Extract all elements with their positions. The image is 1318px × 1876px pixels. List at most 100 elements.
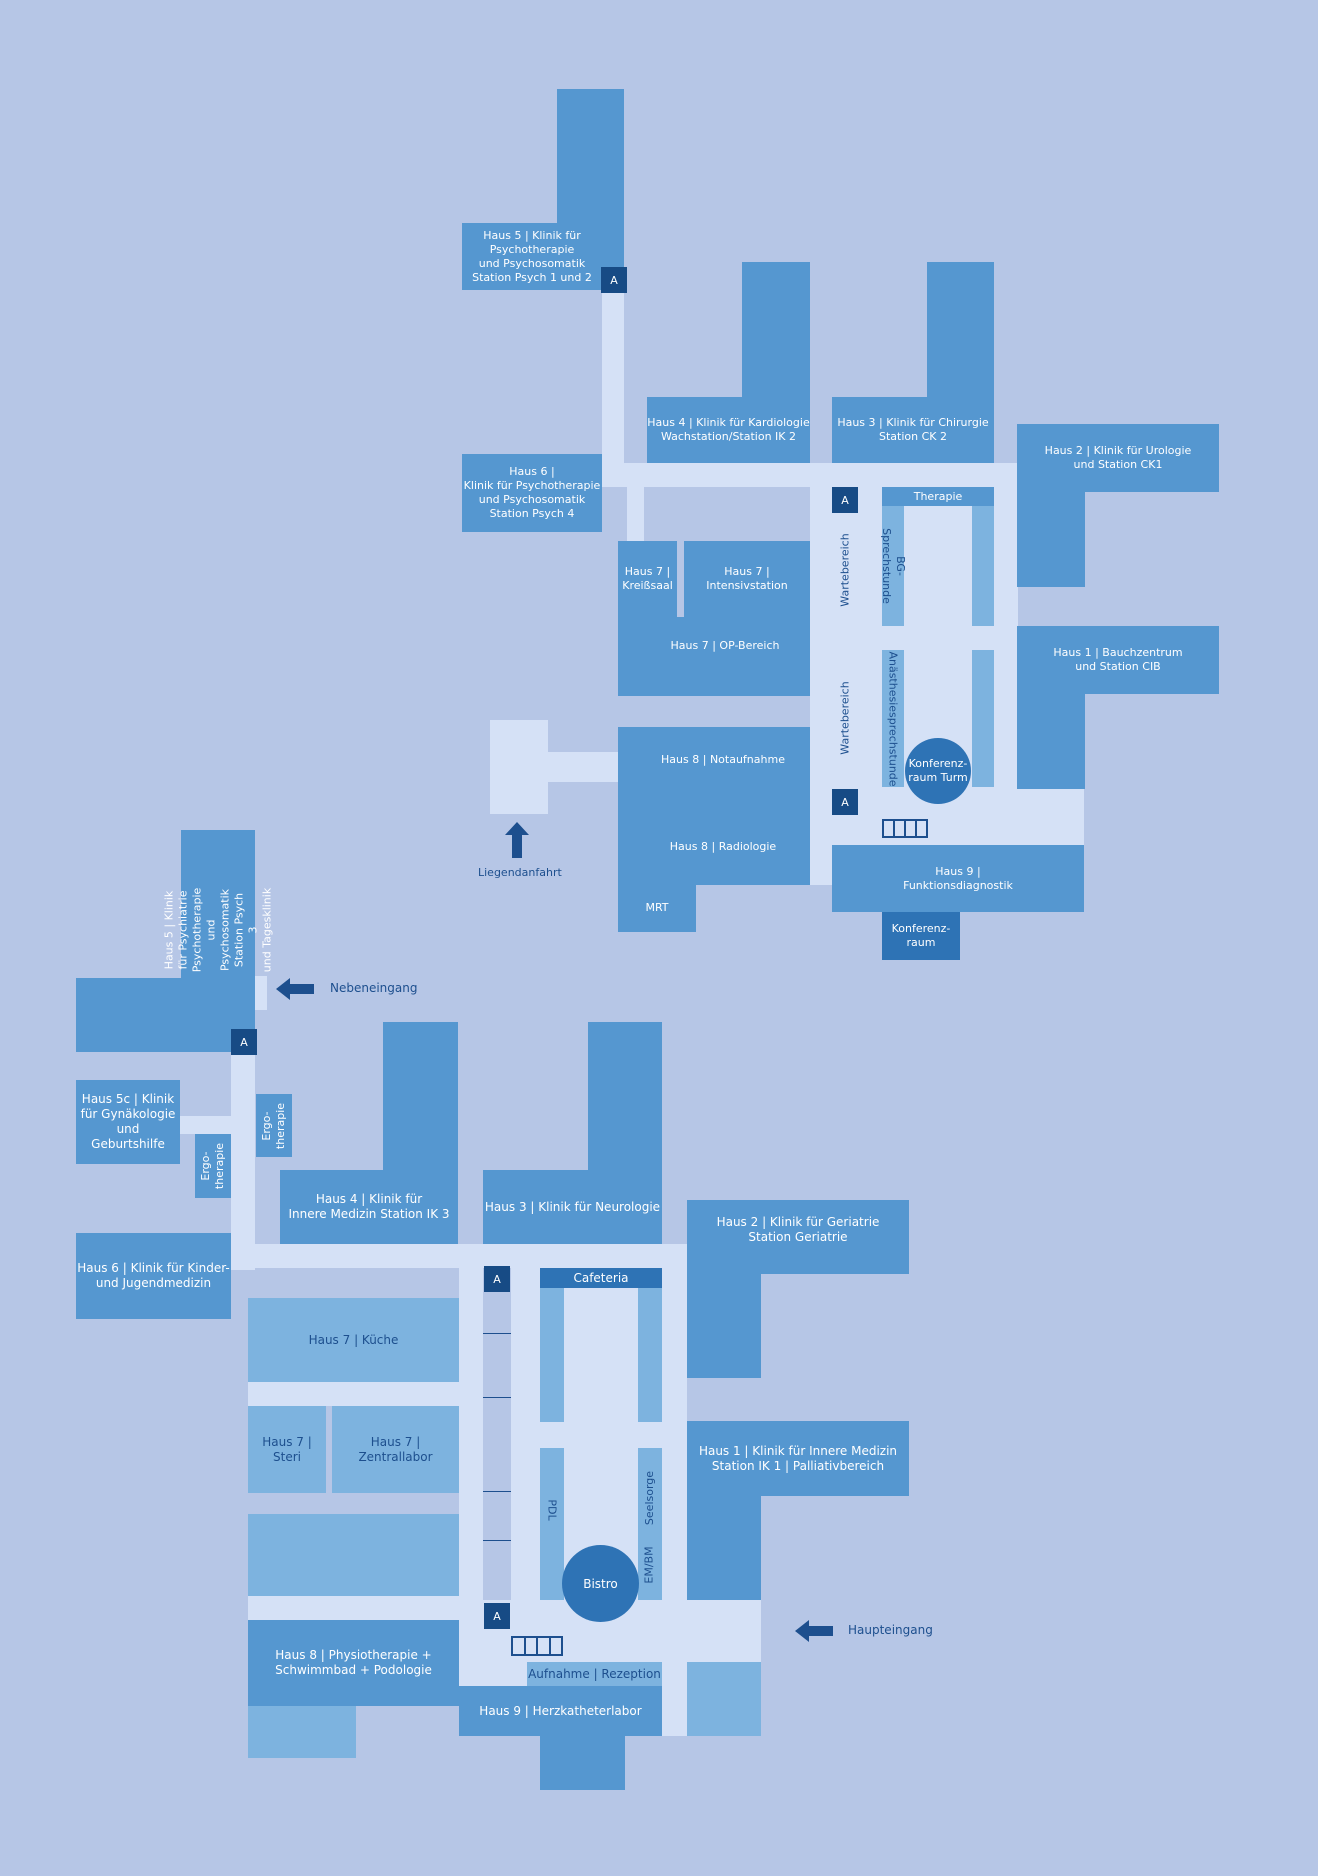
mrt-label: MRT: [645, 900, 669, 914]
arrow-left-icon: [795, 1620, 833, 1642]
haus2-north-block: Haus 2 | Klinik für Urologie und Station…: [1017, 424, 1219, 492]
haus8-notaufnahme-label: Haus 8 | Notaufnahme: [661, 753, 785, 766]
corridor: [687, 1600, 761, 1662]
aufnahme-block: Aufnahme | Rezeption: [527, 1662, 662, 1687]
divider: [483, 1397, 511, 1398]
haus7-kueche-block: Haus 7 | Küche: [248, 1298, 459, 1382]
haus2-north-wing: [1017, 490, 1085, 587]
haus4-south-block: Haus 4 | Klinik für Innere Medizin Stati…: [280, 1170, 458, 1244]
haus7-steri-block: Haus 7 | Steri: [248, 1406, 326, 1493]
haus7-kueche-label: Haus 7 | Küche: [308, 1332, 399, 1347]
divider: [483, 1540, 511, 1541]
corridor: [490, 720, 548, 814]
haus6-north-block: Haus 6 | Klinik für Psychotherapie und P…: [462, 454, 602, 532]
ergotherapie-1-label: Ergo- therapie: [199, 1142, 226, 1190]
haus3-north-wing: [927, 262, 994, 402]
haus5c-label: Haus 5c | Klinik für Gynäkologie und Geb…: [80, 1092, 176, 1151]
haus9-south-label: Haus 9 | Herzkatheterlabor: [479, 1703, 642, 1718]
haus9-north-block: Haus 9 | Funktionsdiagnostik: [832, 845, 1084, 912]
haus7-op-block: Haus 7 | OP-Bereich: [618, 617, 810, 696]
therapie-label: Therapie: [913, 489, 963, 503]
haus3-south-block: Haus 3 | Klinik für Neurologie: [483, 1170, 662, 1244]
haus5-north-block: Haus 5 | Klinik für Psychotherapie und P…: [462, 223, 624, 290]
haus9-south-wing: [540, 1736, 625, 1790]
nebeneingang-label: Nebeneingang: [330, 981, 418, 995]
corridor: [548, 752, 618, 782]
arrow-up-icon: [505, 822, 529, 858]
haus2-south-block: Haus 2 | Klinik für Geriatrie Station Ge…: [687, 1200, 909, 1274]
corridor: [627, 483, 644, 541]
haus7-zentrallabor-label: Haus 7 | Zentrallabor: [358, 1434, 433, 1464]
service-column: [483, 1268, 511, 1600]
haus1-north-block: Haus 1 | Bauchzentrum und Station CIB: [1017, 626, 1219, 694]
haus2-north-label: Haus 2 | Klinik für Urologie und Station…: [1044, 444, 1192, 471]
corridor: [994, 463, 1018, 793]
liegendanfahrt-label: Liegendanfahrt: [478, 866, 562, 879]
haus9-south-block: Haus 9 | Herzkatheterlabor: [459, 1686, 662, 1736]
haus1-south-label: Haus 1 | Klinik für Innere Medizin Stati…: [698, 1443, 898, 1473]
side-room: [972, 506, 994, 626]
konferenzraum-turm: Konferenz- raum Turm: [905, 738, 971, 804]
lift-icon: A: [601, 267, 627, 293]
haus3-north-block: Haus 3 | Klinik für Chirurgie Station CK…: [832, 397, 994, 463]
mrt-block: MRT: [618, 883, 696, 932]
haus1-north-label: Haus 1 | Bauchzentrum und Station CIB: [1053, 646, 1183, 673]
corridor: [255, 976, 267, 1010]
bg-sprechstunde-label: BG-Sprechstunde: [880, 528, 908, 604]
lift-icon: A: [484, 1603, 510, 1629]
ergotherapie-2-block: [256, 1094, 292, 1157]
haus8-north-block: Haus 8 | Notaufnahme Haus 8 | Radiologie: [618, 727, 810, 885]
bistro: Bistro: [562, 1545, 639, 1622]
haus5-south-block: [76, 978, 255, 1052]
seelsorge-block: [638, 1448, 662, 1600]
haus4-north-block: Haus 4 | Klinik für Kardiologie Wachstat…: [647, 397, 810, 463]
haus4-north-label: Haus 4 | Klinik für Kardiologie Wachstat…: [647, 416, 810, 443]
haus6-south-block: Haus 6 | Klinik für Kinder- und Jugendme…: [76, 1233, 231, 1319]
bg-sprechstunde-block: [882, 506, 904, 626]
haus2-south-wing: [687, 1272, 761, 1378]
haus7-kreisssaal-block: Haus 7 | Kreißsaal: [618, 541, 677, 621]
haus3-south-label: Haus 3 | Klinik für Neurologie: [484, 1199, 661, 1214]
unnamed-room: [248, 1514, 459, 1596]
haus9-north-label: Haus 9 | Funktionsdiagnostik: [903, 864, 1013, 892]
ergotherapie-2-label: Ergo- therapie: [260, 1102, 287, 1149]
corridor: [602, 283, 624, 483]
ergotherapie-1-block: [195, 1134, 231, 1198]
pdl-label: PDL: [545, 1499, 559, 1521]
lift-icon: A: [231, 1029, 257, 1055]
haus1-north-wing: [1017, 692, 1085, 789]
haus6-north-label: Haus 6 | Klinik für Psychotherapie und P…: [463, 465, 601, 520]
haus4-north-wing: [742, 262, 810, 402]
haus4-south-label: Haus 4 | Klinik für Innere Medizin Stati…: [288, 1192, 450, 1221]
cafeteria-block: Cafeteria: [540, 1268, 662, 1288]
haus7-intensiv-block: Haus 7 | Intensivstation: [684, 541, 810, 621]
haus5-north-wing: [557, 89, 624, 239]
haus7-intensiv-label: Haus 7 | Intensivstation: [706, 565, 788, 592]
unnamed-room: [687, 1662, 761, 1736]
wartebereich-label-2: Wartebereich: [839, 681, 853, 755]
divider: [483, 1333, 511, 1334]
therapie-block: Therapie: [882, 487, 994, 506]
anaesthesie-block: [882, 650, 904, 787]
haus3-north-label: Haus 3 | Klinik für Chirurgie Station CK…: [837, 416, 989, 443]
haus7-steri-label: Haus 7 | Steri: [262, 1434, 312, 1464]
side-room: [972, 650, 994, 787]
konferenzraum-label: Konferenz- raum: [891, 922, 951, 949]
lift-icon: A: [484, 1266, 510, 1292]
corridor: [810, 483, 860, 885]
cafeteria-label: Cafeteria: [573, 1270, 629, 1285]
haus7-zentrallabor-block: Haus 7 | Zentrallabor: [332, 1406, 459, 1493]
arrow-left-icon: [276, 978, 314, 1000]
corridor: [248, 1382, 459, 1406]
divider: [483, 1491, 511, 1492]
corridor: [180, 1116, 231, 1134]
lift-icon: A: [832, 487, 858, 513]
corridor: [248, 1596, 459, 1620]
haus3-south-wing: [588, 1022, 662, 1172]
unnamed-room: [248, 1706, 356, 1758]
side-room: [540, 1288, 564, 1422]
haus1-south-wing: [687, 1494, 761, 1600]
haus8-south-label: Haus 8 | Physiotherapie + Schwimmbad + P…: [275, 1648, 432, 1677]
corridor: [231, 1040, 255, 1270]
